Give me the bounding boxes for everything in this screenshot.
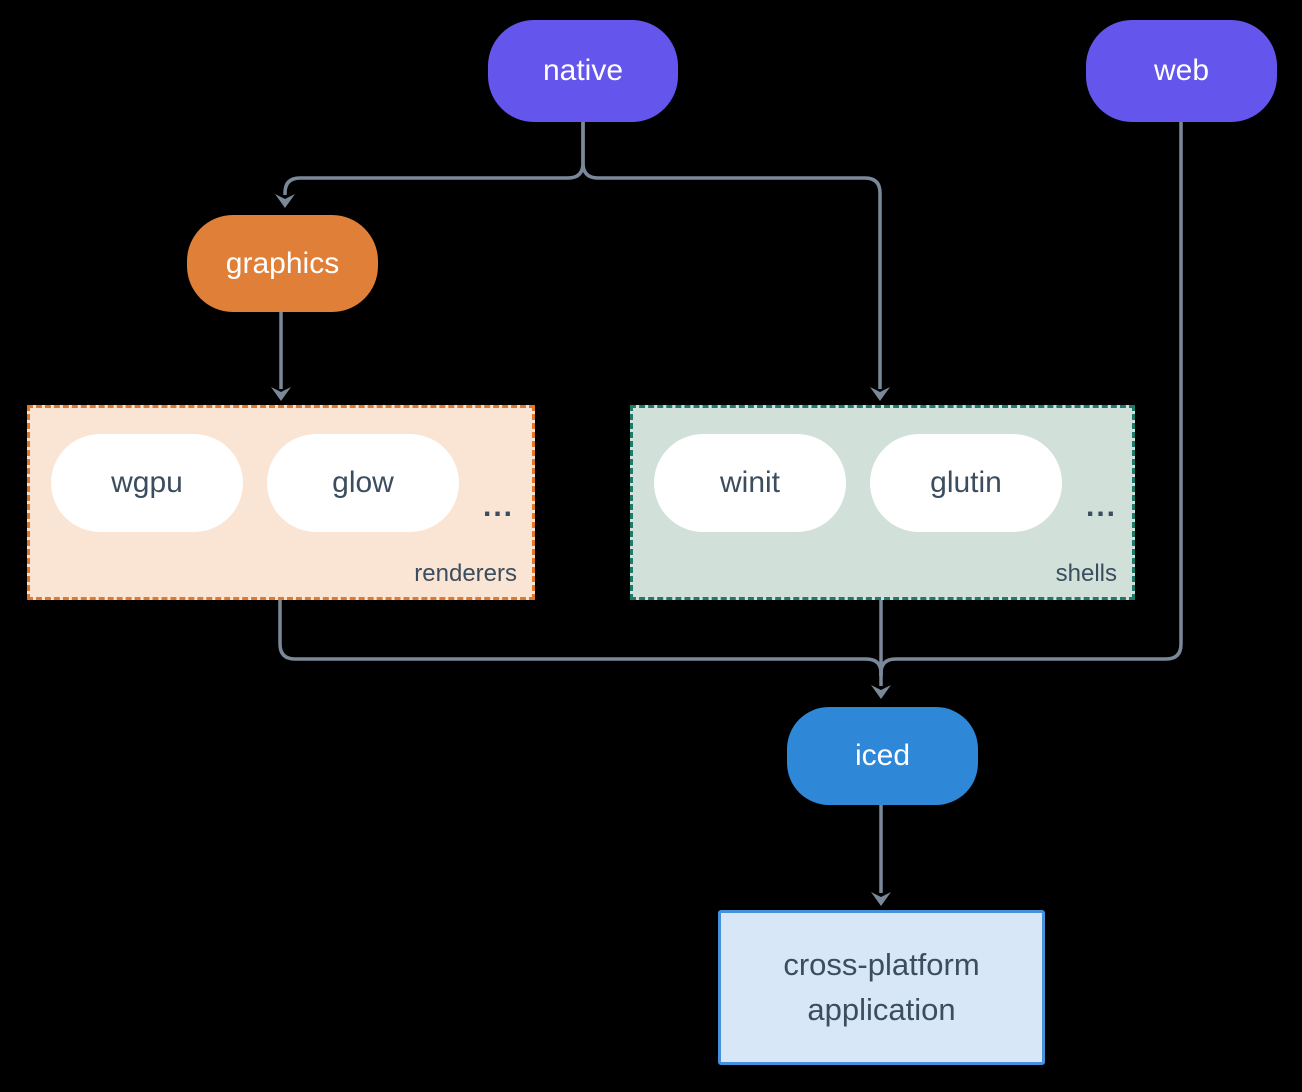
- node-iced: iced: [787, 707, 978, 805]
- node-web: web: [1086, 20, 1277, 122]
- node-glow: glow: [267, 434, 459, 532]
- group-renderers: wgpu glow ... renderers: [27, 405, 535, 600]
- edge-native-to-shells: [581, 122, 882, 389]
- arrowhead-iced-icon: [871, 685, 891, 699]
- arrowhead-shells-icon: [870, 387, 890, 401]
- shells-ellipsis: ...: [1086, 489, 1118, 523]
- arrowhead-renderers-icon: [271, 387, 291, 401]
- renderers-ellipsis: ...: [483, 489, 515, 523]
- node-winit: winit: [654, 434, 846, 532]
- group-shells-label: shells: [1055, 560, 1117, 587]
- node-graphics: graphics: [187, 215, 378, 312]
- edge-native-to-graphics: [283, 122, 585, 195]
- node-glutin: glutin: [870, 434, 1062, 532]
- node-wgpu: wgpu: [51, 434, 243, 532]
- arrowhead-graphics-icon: [275, 194, 295, 208]
- node-native: native: [488, 20, 678, 122]
- node-application: cross-platform application: [718, 910, 1045, 1065]
- group-shells: winit glutin ... shells: [630, 405, 1135, 600]
- group-renderers-label: renderers: [414, 560, 517, 587]
- arrowhead-application-icon: [871, 892, 891, 906]
- edge-renderers-to-iced: [278, 600, 883, 676]
